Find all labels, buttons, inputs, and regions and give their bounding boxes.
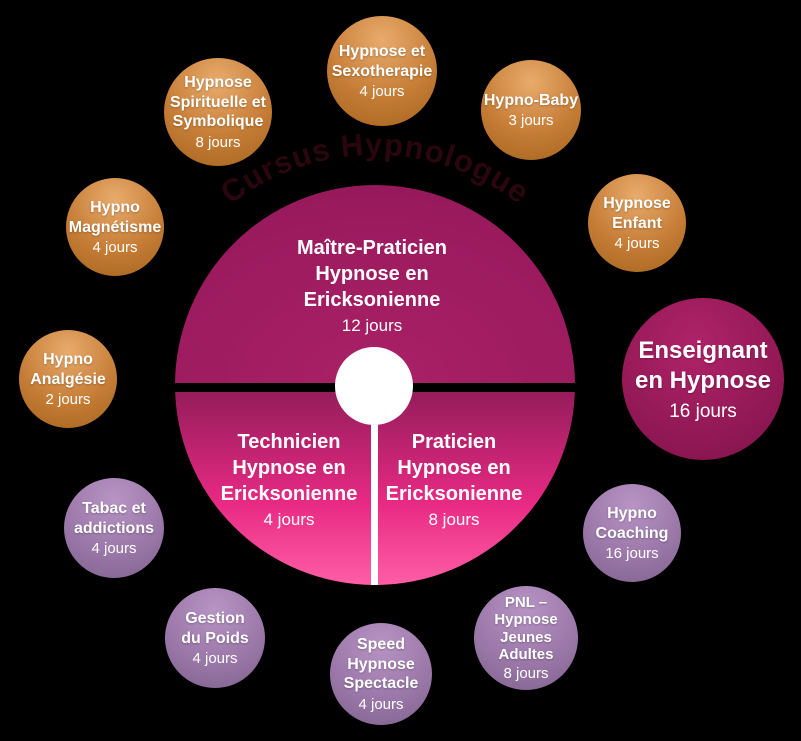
bubble-days: 4 jours [192,650,238,668]
bubble-title: Gestion du Poids [181,609,249,647]
bubble-pnl-hypnose-jeunes-adultes: PNL – Hypnose Jeunes Adultes 8 jours [474,586,578,690]
bubble-days: 4 jours [91,540,137,558]
segment-label-technicien: Technicien Hypnose en Ericksonienne 4 jo… [204,429,374,530]
segment-label-praticien: Praticien Hypnose en Ericksonienne 8 jou… [369,429,539,530]
bubble-tabac-et-addictions: Tabac et addictions 4 jours [64,478,164,578]
segment-label-maitre-praticien: Maître-Praticien Hypnose en Ericksonienn… [242,235,502,336]
bubble-days: 2 jours [45,391,91,409]
bubble-hypno-analgesie: Hypno Analgésie 2 jours [19,330,117,428]
bubble-enseignant-en-hypnose: Enseignant en Hypnose 16 jours [622,298,784,460]
bubble-days: 4 jours [614,235,660,253]
bubble-title: Hypnose et Sexotherapie [331,42,433,80]
segment-title: Praticien Hypnose en Ericksonienne [385,431,523,505]
bubble-days: 16 jours [669,400,737,422]
segment-days: 8 jours [428,510,480,529]
bubble-title: Hypno Analgésie [30,350,106,388]
bubble-hypno-magnetisme: Hypno Magnétisme 4 jours [66,178,164,276]
center-hub-circle [335,347,413,425]
bubble-speed-hypnose-spectacle: Speed Hypnose Spectacle 4 jours [330,623,432,725]
bubble-days: 16 jours [605,545,659,563]
segment-title: Maître-Praticien Hypnose en Ericksonienn… [296,237,448,311]
bubble-days: 8 jours [195,133,241,151]
bubble-title: Enseignant en Hypnose [634,336,772,394]
bubble-days: 4 jours [359,83,405,101]
segment-title: Technicien Hypnose en Ericksonienne [220,431,358,505]
bubble-title: Tabac et addictions [73,499,154,537]
bubble-title: Hypno-Baby [483,91,579,109]
bubble-hypnose-spirituelle-symbolique: Hypnose Spirituelle et Symbolique 8 jour… [164,58,272,166]
bubble-title: PNL – Hypnose Jeunes Adultes [494,594,558,663]
bubble-hypnose-sexotherapie: Hypnose et Sexotherapie 4 jours [327,16,437,126]
bubble-days: 4 jours [92,239,138,257]
bubble-days: 8 jours [503,665,549,682]
segment-days: 12 jours [341,316,403,335]
bubble-title: Hypnose Spirituelle et Symbolique [169,74,267,131]
bubble-days: 4 jours [358,695,404,713]
bubble-title: Hypnose Enfant [603,194,671,232]
bubble-hypno-coaching: Hypno Coaching 16 jours [583,484,681,582]
bubble-title: Hypno Coaching [595,504,669,542]
central-wheel: Maître-Praticien Hypnose en Ericksonienn… [175,185,575,585]
bubble-title: Hypno Magnétisme [68,198,162,236]
bubble-title: Speed Hypnose Spectacle [343,636,419,693]
bubble-days: 3 jours [508,112,554,130]
bubble-hypnose-enfant: Hypnose Enfant 4 jours [588,174,686,272]
vertical-divider [371,392,378,585]
bubble-gestion-du-poids: Gestion du Poids 4 jours [165,588,265,688]
segment-days: 4 jours [263,510,315,529]
bubble-hypno-baby: Hypno-Baby 3 jours [481,60,581,160]
